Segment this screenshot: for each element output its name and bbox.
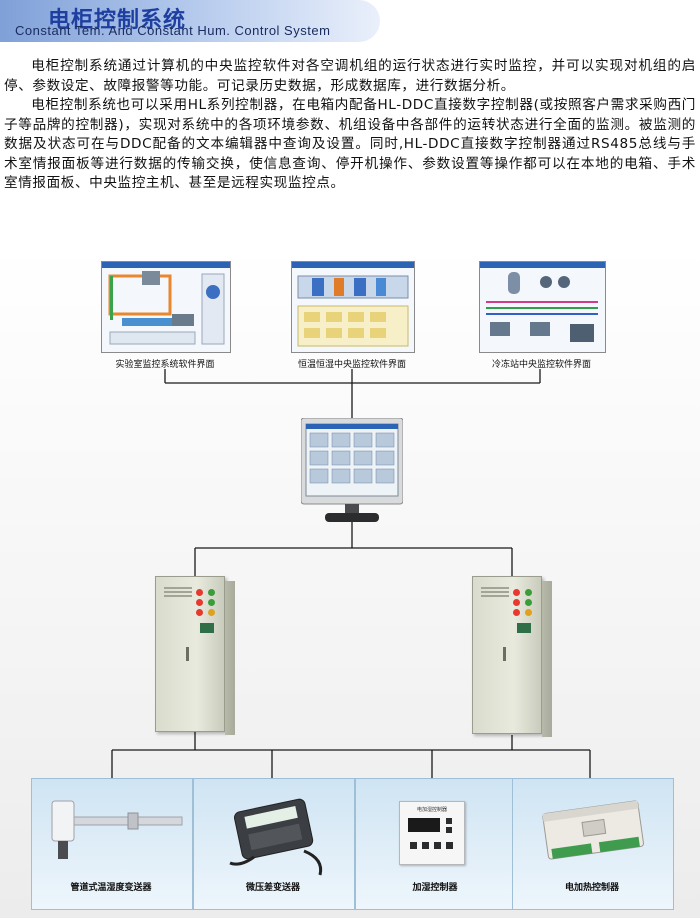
pressure-transmitter-icon bbox=[229, 798, 323, 876]
controller-button bbox=[434, 842, 441, 849]
indicator-lamp bbox=[196, 609, 203, 616]
lab-monitoring-screen bbox=[101, 261, 231, 353]
humidifier-controller-icon: 电加湿控制器 bbox=[399, 801, 465, 865]
indicator-lamp bbox=[525, 599, 532, 606]
controller-panel-title: 电加湿控制器 bbox=[416, 807, 447, 813]
cabinet-vent bbox=[164, 591, 192, 593]
lab-monitoring-caption: 实验室监控系统软件界面 bbox=[115, 360, 215, 370]
pressure-transmitter-panel bbox=[193, 778, 355, 910]
chiller-monitoring-screen-graphic bbox=[480, 262, 605, 342]
cabinet-handle bbox=[503, 647, 506, 661]
cabinet-vent bbox=[481, 595, 509, 597]
heater-controller-icon bbox=[542, 800, 644, 860]
controller-button bbox=[446, 827, 452, 833]
lab-monitoring-screen-graphic bbox=[102, 262, 230, 345]
cabinet-vent bbox=[481, 591, 509, 593]
header-band bbox=[0, 0, 380, 42]
controller-button bbox=[446, 842, 453, 849]
page-title: 电柜控制系统 bbox=[48, 8, 187, 33]
cabinet-display bbox=[200, 623, 214, 633]
cabinet-side bbox=[542, 581, 552, 737]
indicator-lamp bbox=[525, 589, 532, 596]
computer-monitor-graphic bbox=[300, 417, 404, 522]
computer-monitor-icon bbox=[300, 417, 404, 526]
intro-text: 电柜控制系统通过计算机的中央监控软件对各空调机组的运行状态进行实时监控，并可以实… bbox=[4, 57, 696, 194]
indicator-lamp bbox=[513, 599, 520, 606]
electrical-cabinet-icon bbox=[472, 576, 552, 737]
hvac-monitoring-screen bbox=[291, 261, 415, 353]
controller-display bbox=[408, 818, 440, 832]
page-subtitle: Constant Tem. And Constant Hum. Control … bbox=[15, 23, 331, 38]
cabinet-vent bbox=[481, 587, 509, 589]
chiller-monitoring-screen bbox=[479, 261, 606, 353]
indicator-lamp bbox=[196, 599, 203, 606]
cabinet-handle bbox=[186, 647, 189, 661]
duct-sensor-panel bbox=[31, 778, 193, 910]
cabinet-vent bbox=[164, 595, 192, 597]
humidifier-controller-caption: 加湿控制器 bbox=[412, 883, 458, 893]
indicator-lamp bbox=[525, 609, 532, 616]
controller-button bbox=[410, 842, 417, 849]
intro-paragraph-1: 电柜控制系统通过计算机的中央监控软件对各空调机组的运行状态进行实时监控，并可以实… bbox=[4, 58, 696, 94]
controller-button bbox=[446, 818, 452, 824]
humidifier-controller-panel: 电加湿控制器 bbox=[355, 778, 517, 910]
heater-controller-panel bbox=[512, 778, 674, 910]
indicator-lamp bbox=[513, 589, 520, 596]
controller-button bbox=[422, 842, 429, 849]
pressure-transmitter-caption: 微压差变送器 bbox=[245, 883, 300, 893]
hvac-monitoring-screen-graphic bbox=[292, 262, 414, 347]
chiller-monitoring-caption: 冷冻站中央监控软件界面 bbox=[491, 360, 591, 370]
electrical-cabinet-icon bbox=[155, 576, 235, 735]
indicator-lamp bbox=[513, 609, 520, 616]
cabinet-display bbox=[517, 623, 531, 633]
heater-controller-caption: 电加热控制器 bbox=[564, 883, 619, 893]
intro-paragraph-2: 电柜控制系统也可以采用HL系列控制器，在电箱内配备HL-DDC直接数字控制器(或… bbox=[4, 97, 696, 191]
duct-sensor-caption: 管道式温湿度变送器 bbox=[70, 883, 152, 893]
indicator-lamp bbox=[196, 589, 203, 596]
indicator-lamp bbox=[208, 609, 215, 616]
indicator-lamp bbox=[208, 589, 215, 596]
hvac-monitoring-caption: 恒温恒湿中央监控软件界面 bbox=[297, 360, 406, 370]
cabinet-side bbox=[225, 581, 235, 735]
cabinet-vent bbox=[164, 587, 192, 589]
duct-sensor-icon bbox=[51, 800, 183, 859]
indicator-lamp bbox=[208, 599, 215, 606]
